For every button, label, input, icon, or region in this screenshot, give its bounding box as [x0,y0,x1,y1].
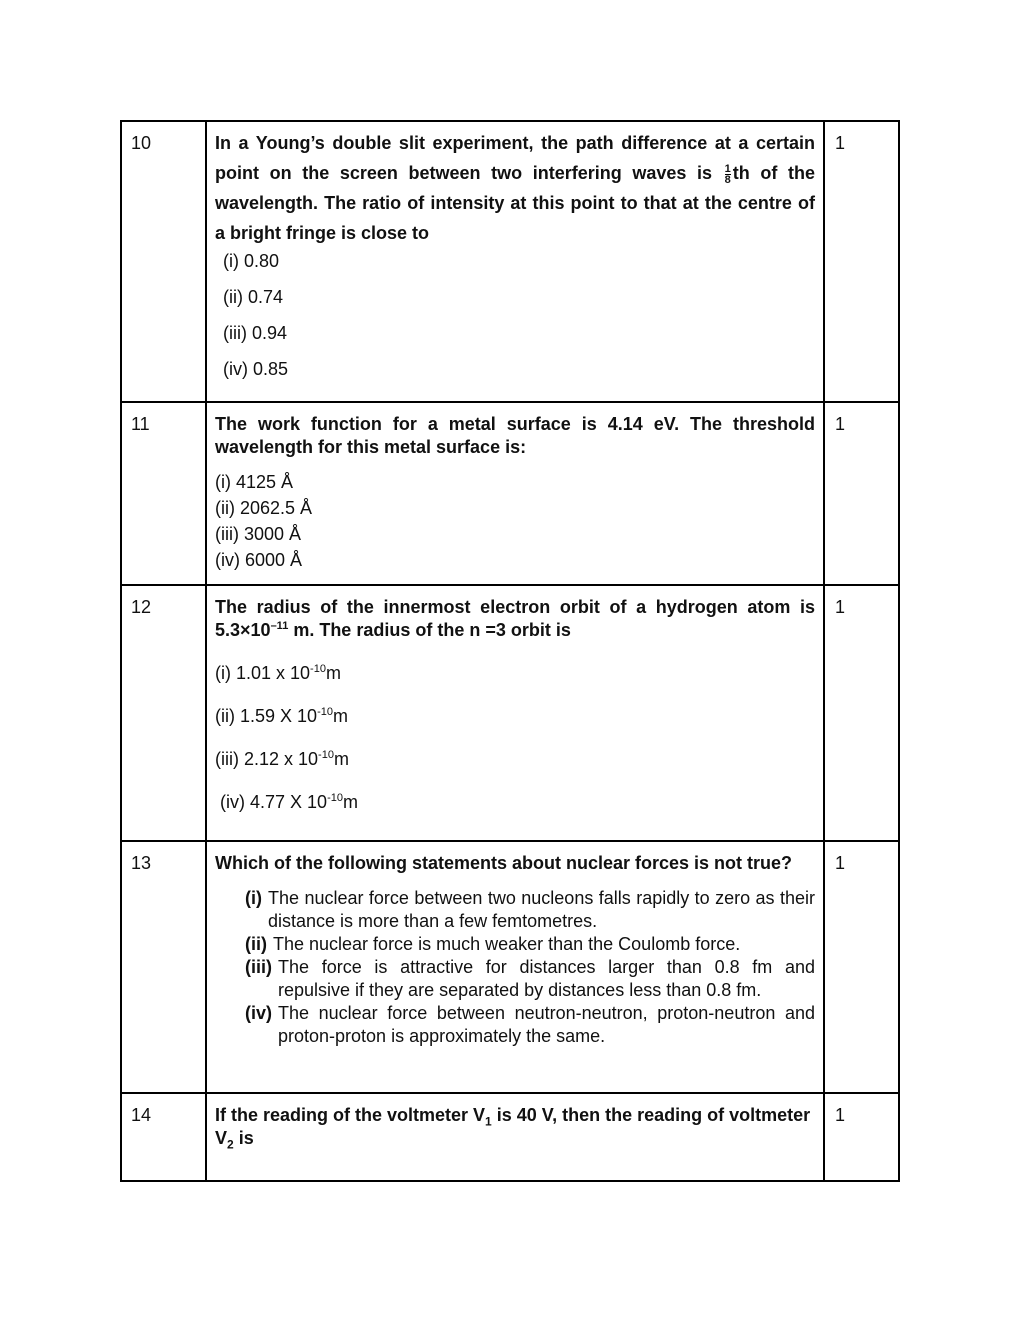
question-row-13: 13 Which of the following statements abo… [120,840,900,1094]
option-i: (i) 4125 Å [215,472,294,492]
question-number: 12 [120,584,207,842]
option-ii: (ii)The nuclear force is much weaker tha… [245,934,741,954]
question-stem: The work function for a metal surface is… [215,414,815,457]
option-i: (i)The nuclear force between two nucleon… [245,888,815,931]
option-ii: (ii) 2062.5 Å [215,498,313,518]
option-i: (i) 0.80 [223,251,280,271]
option-ii: (ii) 0.74 [223,287,284,307]
option-i: (i) 1.01 x 10-10m [215,663,341,683]
question-stem: Which of the following statements about … [215,853,793,873]
question-stem: In a Young’s double slit experiment, the… [215,133,815,243]
question-number: 13 [120,840,207,1094]
question-body: Which of the following statements about … [205,840,825,1094]
option-iii: (iii) 2.12 x 10-10m [215,749,349,769]
question-marks: 1 [823,120,900,403]
option-iv: (iv) 0.85 [223,359,289,379]
option-iii: (iii) 3000 Å [215,524,302,544]
question-row-11: 11 The work function for a metal surface… [120,401,900,586]
question-row-10: 10 In a Young’s double slit experiment, … [120,120,900,403]
question-body: In a Young’s double slit experiment, the… [205,120,825,403]
option-ii: (ii) 1.59 X 10-10m [215,706,348,726]
question-marks: 1 [823,584,900,842]
option-iii: (iii) 0.94 [223,323,288,343]
question-marks: 1 [823,840,900,1094]
option-iv: (iv) 6000 Å [215,550,303,570]
question-row-12: 12 The radius of the innermost electron … [120,584,900,842]
question-marks: 1 [823,401,900,586]
option-iv: (iv) 4.77 X 10-10m [215,792,358,812]
options-list: (i)The nuclear force between two nucleon… [215,887,815,1048]
question-number: 10 [120,120,207,403]
question-number: 11 [120,401,207,586]
option-iv: (iv)The nuclear force between neutron-ne… [245,1003,815,1046]
question-stem: The radius of the innermost electron orb… [215,597,815,640]
questions-table: 10 In a Young’s double slit experiment, … [120,120,900,1182]
question-body: If the reading of the voltmeter V1 is 40… [205,1092,825,1182]
question-marks: 1 [823,1092,900,1182]
question-number: 14 [120,1092,207,1182]
question-stem: If the reading of the voltmeter V1 is 40… [215,1105,811,1152]
question-row-14: 14 If the reading of the voltmeter V1 is… [120,1092,900,1182]
option-iii: (iii)The force is attractive for distanc… [245,957,815,1000]
question-body: The work function for a metal surface is… [205,401,825,586]
question-body: The radius of the innermost electron orb… [205,584,825,842]
